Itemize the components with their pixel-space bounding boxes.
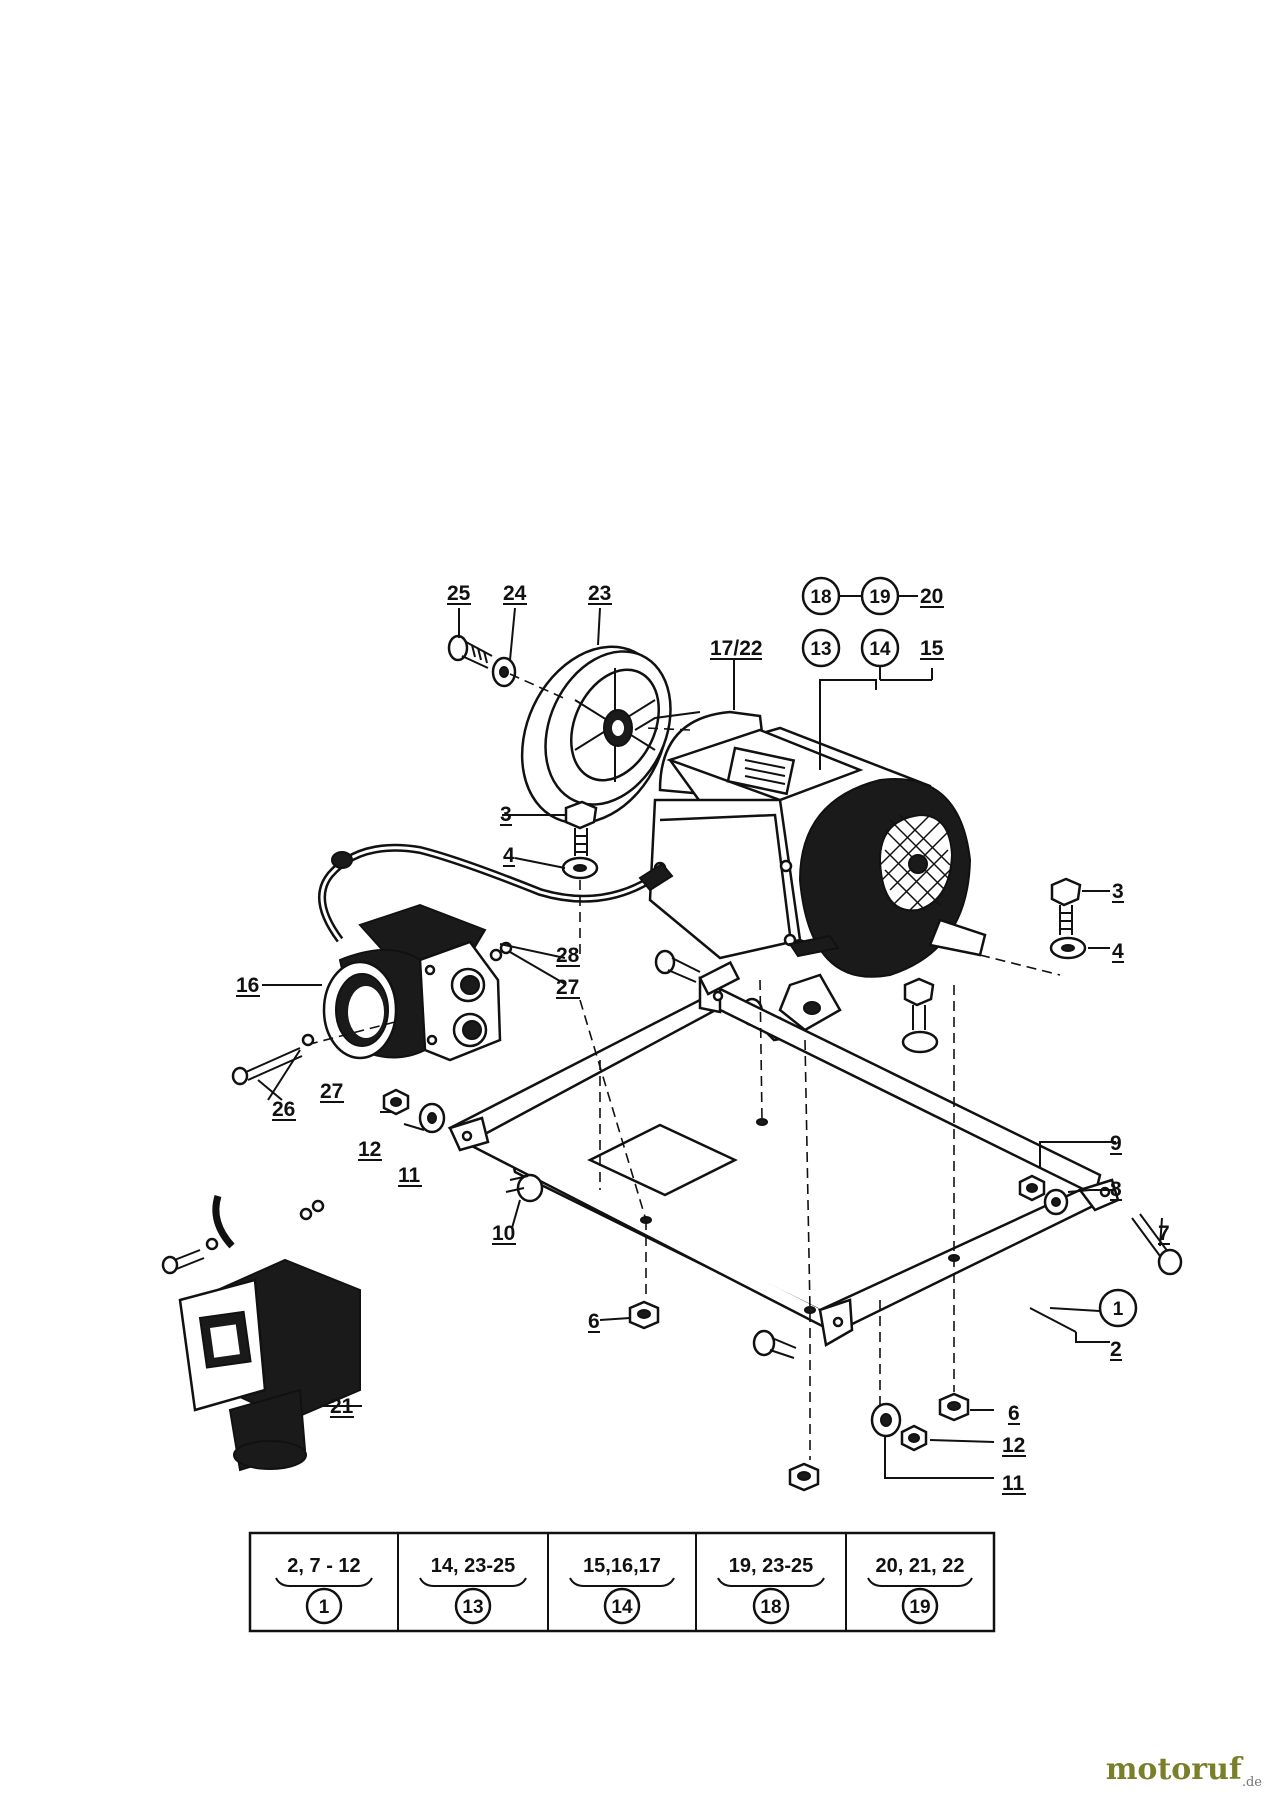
watermark-brand: motoruf (1105, 1752, 1242, 1787)
callout-25: 25 (447, 582, 471, 605)
frame-bolt-10 (505, 1173, 544, 1203)
pulley-bolt (447, 634, 493, 669)
motor-washer-right (1049, 936, 1087, 960)
callout-labels: 25 24 23 17/22 20 15 3 4 3 4 16 28 27 27… (236, 582, 1170, 1495)
motor-bolt-left (564, 800, 598, 856)
motor-bolt-right (1050, 877, 1082, 935)
legend-items-14: 15,16,17 (583, 1555, 661, 1577)
motor-washer-left (561, 856, 599, 880)
pulley (520, 645, 672, 825)
pulley-washer (491, 656, 517, 688)
nut-9 (1018, 1174, 1046, 1202)
nut-12-right (900, 1424, 928, 1452)
legend-items-19: 20, 21, 22 (876, 1555, 965, 1577)
legend-group-14: 14 (611, 1597, 633, 1618)
nut-6-right (938, 1392, 970, 1422)
circled-callout-14: 14 (869, 639, 891, 660)
callout-26: 26 (272, 1098, 295, 1121)
legend-items-13: 14, 23-25 (431, 1555, 516, 1577)
circled-callout-18: 18 (810, 587, 831, 608)
circled-callouts: 18 19 13 14 1 (801, 576, 1138, 1328)
callout-28: 28 (556, 944, 580, 967)
callout-11-right: 11 (1002, 1472, 1025, 1495)
callout-6-left: 6 (588, 1310, 600, 1333)
callout-4-left: 4 (503, 844, 515, 867)
callout-3-right: 3 (1112, 880, 1124, 903)
motor-bolt-front (901, 977, 939, 1054)
legend-group-18: 18 (760, 1597, 781, 1618)
callout-21: 21 (330, 1395, 354, 1418)
callout-6-right: 6 (1008, 1402, 1020, 1425)
motor-switch (322, 903, 502, 1062)
frame-bolt-rear (752, 1329, 797, 1359)
nut-left (382, 1088, 410, 1116)
watermark-logo: motoruf.de (1106, 1752, 1262, 1790)
callout-12-left: 12 (358, 1138, 381, 1161)
legend-table: 2, 7 - 12 1 14, 23-25 13 15,16,17 14 19,… (248, 1531, 996, 1633)
legend-items-18: 19, 23-25 (729, 1555, 814, 1577)
callout-12-right: 12 (1002, 1434, 1025, 1457)
nut-6-left (628, 1300, 660, 1330)
washer-11-right (870, 1402, 902, 1438)
legend-group-13: 13 (462, 1597, 483, 1618)
legend-group-1: 1 (319, 1597, 330, 1618)
motor-cable (318, 843, 674, 943)
washer-left (418, 1102, 446, 1134)
callout-8: 8 (1110, 1178, 1122, 1201)
callout-9: 9 (1110, 1132, 1122, 1155)
callout-16: 16 (236, 974, 259, 997)
callout-27-upper: 27 (556, 976, 579, 999)
assembly-lines (309, 673, 1061, 1460)
legend-items-1: 2, 7 - 12 (287, 1555, 360, 1577)
washer-8 (1043, 1188, 1069, 1216)
callout-24: 24 (503, 582, 527, 605)
callout-7: 7 (1158, 1222, 1170, 1245)
legend-group-19: 19 (909, 1597, 930, 1618)
base-frame (447, 960, 1120, 1347)
power-connector (161, 1194, 361, 1472)
callout-2: 2 (1110, 1338, 1122, 1361)
callout-23: 23 (588, 582, 611, 605)
watermark-tld: .de (1241, 1775, 1262, 1790)
electric-motor (634, 710, 987, 1032)
bolt-7 (1131, 1213, 1183, 1276)
callout-20: 20 (920, 585, 943, 608)
callout-27-lower: 27 (320, 1080, 343, 1103)
nut-bottom (788, 1462, 820, 1492)
circled-callout-1: 1 (1113, 1299, 1124, 1320)
callout-3-left: 3 (500, 803, 512, 826)
callout-4-right: 4 (1112, 940, 1124, 963)
leader-lines (257, 607, 1163, 1479)
circled-callout-19: 19 (869, 587, 890, 608)
callout-10: 10 (492, 1222, 515, 1245)
circled-callout-13: 13 (810, 639, 831, 660)
callout-15: 15 (920, 637, 944, 660)
callout-17-22: 17/22 (710, 637, 763, 660)
callout-11-left: 11 (398, 1164, 421, 1187)
